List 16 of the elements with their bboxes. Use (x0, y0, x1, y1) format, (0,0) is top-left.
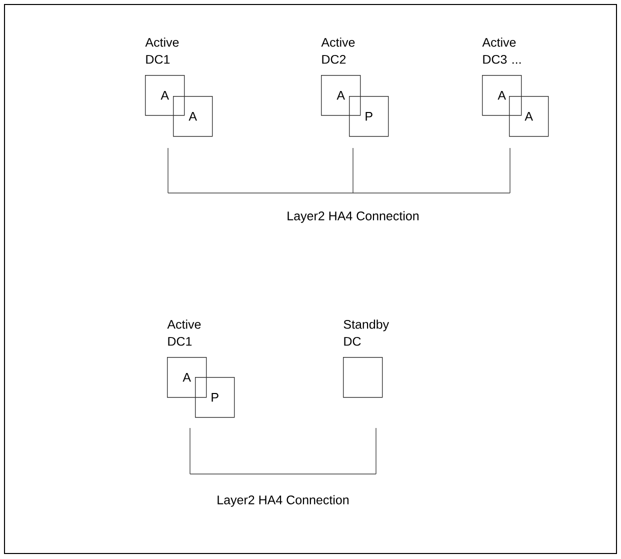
box: A (509, 96, 549, 137)
node-caption: Active DC1 (167, 320, 201, 346)
empty-box (343, 356, 383, 398)
box: A (167, 356, 207, 398)
box: A (482, 75, 522, 116)
box: P (195, 376, 235, 418)
connection-label: Layer2 HA4 Connection (218, 495, 348, 507)
box: A (321, 75, 361, 116)
node-caption: Active DC1 (145, 38, 179, 64)
node-caption: Standby DC (344, 320, 390, 346)
node-caption: Active DC3 ... (482, 38, 521, 64)
node-caption: Active DC2 (321, 38, 355, 64)
box: P (349, 96, 389, 137)
box: A (145, 75, 185, 116)
box: A (173, 96, 213, 137)
connection-label: Layer2 HA4 Connection (288, 211, 418, 223)
